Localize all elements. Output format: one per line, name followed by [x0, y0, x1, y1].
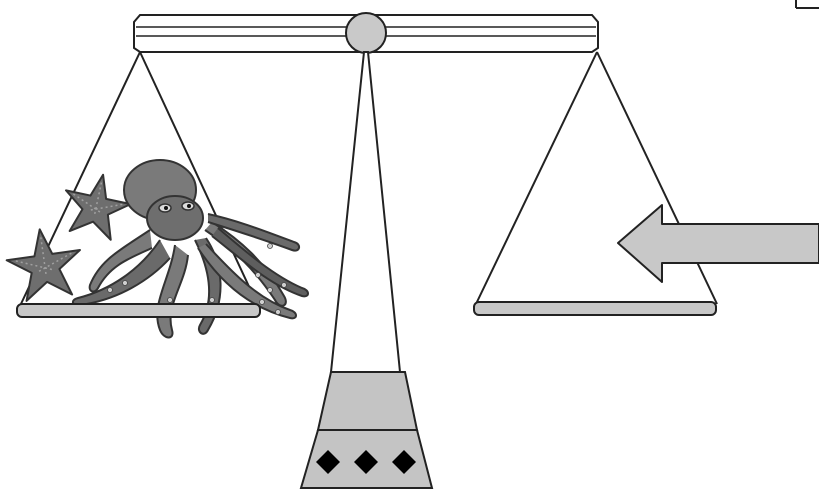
arrow-left-icon [618, 205, 819, 282]
starfish-icon [3, 224, 86, 303]
pivot-knob [346, 13, 386, 53]
base-diamonds [316, 450, 416, 474]
scale-stand [331, 52, 400, 372]
right-pan [474, 302, 716, 315]
corner-bracket [796, 0, 819, 8]
left-pan [17, 304, 260, 317]
right-pan-hangers [476, 52, 717, 304]
starfish-icon [58, 168, 135, 242]
